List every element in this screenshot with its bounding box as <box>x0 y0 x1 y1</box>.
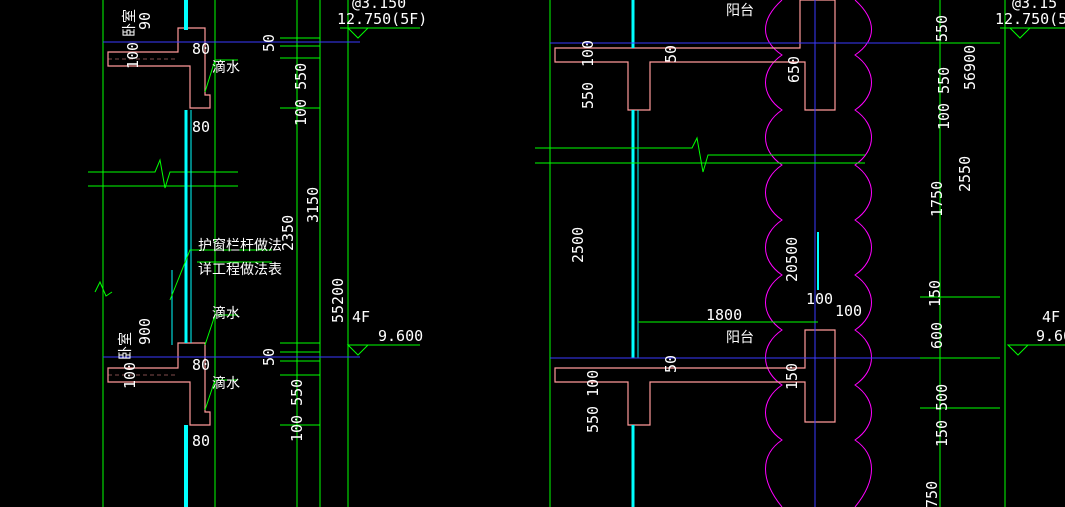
label-drip-1: 滴水 <box>212 59 240 76</box>
dim-80-3: 80 <box>192 356 210 374</box>
label-bedroom-bottom: 卧室 <box>117 332 134 360</box>
dim-r-550-top: 550 <box>579 82 597 109</box>
level-5f-right: 12.750(5 <box>995 10 1065 28</box>
dim-r-col-3750: 3750 <box>923 481 941 507</box>
dim-r-150: 150 <box>783 363 801 390</box>
level-top-left: @3.150 <box>352 0 406 12</box>
dim-r-650: 650 <box>785 56 803 83</box>
level-top-right: @3.15 <box>1012 0 1057 12</box>
dim-r-100-b: 100 <box>835 302 862 320</box>
floor-4f-left: 4F <box>352 308 370 326</box>
dim-80-4: 80 <box>192 432 210 450</box>
dim-100-550-b: 100 550 <box>288 379 306 442</box>
floor-4f-right: 4F <box>1042 308 1060 326</box>
dim-90-top: 90 <box>136 12 154 30</box>
dim-r-col-600: 600 <box>928 322 946 349</box>
level-5f-left: 12.750(5F) <box>337 10 427 28</box>
dim-50-2: 50 <box>260 348 278 366</box>
dim-r-col-1750: 1750 <box>928 181 946 217</box>
dim-r-2550: 2550 <box>956 156 974 192</box>
dim-r-1800: 1800 <box>706 306 742 324</box>
note-line-1: 护窗栏杆做法 <box>198 237 282 254</box>
dim-r-col-550: 550 <box>933 15 951 42</box>
label-drip-3: 滴水 <box>212 375 240 392</box>
dim-r-col-150-500: 150 500 <box>933 384 951 447</box>
dim-r-50: 50 <box>662 45 680 63</box>
left-wall-section <box>88 0 420 507</box>
dim-900: 900 <box>136 318 154 345</box>
dim-100-top: 100 <box>124 42 142 69</box>
dim-80-2: 80 <box>192 118 210 136</box>
dim-80-1: 80 <box>192 40 210 58</box>
dim-r-col-100-550: 100 550 <box>935 67 953 130</box>
dim-r-50-b: 50 <box>662 355 680 373</box>
label-balcony-mid: 阳台 <box>726 330 754 346</box>
dim-100-bottom: 100 <box>121 362 139 389</box>
label-drip-2: 滴水 <box>212 305 240 322</box>
dim-r-100-a: 100 <box>806 290 833 308</box>
dim-2350: 2350 <box>279 215 297 251</box>
dim-100-550-a: 100 550 <box>292 63 310 126</box>
dim-r-100-top: 100 <box>579 40 597 67</box>
dim-r-20500: 20500 <box>783 237 801 282</box>
note-line-2: 详工程做法表 <box>198 262 282 278</box>
right-balcony-section <box>535 0 1065 507</box>
label-balcony-top: 阳台 <box>726 3 754 19</box>
level-4f-left: 9.600 <box>378 327 423 345</box>
dim-r-col-150: 150 <box>926 280 944 307</box>
dim-50-1: 50 <box>260 34 278 52</box>
dim-r-56900: 56900 <box>961 45 979 90</box>
dim-3150: 3150 <box>304 187 322 223</box>
label-bedroom-top: 卧室 <box>121 9 138 37</box>
level-4f-right: 9.60 <box>1036 327 1065 345</box>
dim-55200: 55200 <box>329 278 347 323</box>
dim-r-550-100-b: 550 100 <box>584 370 602 433</box>
dim-r-2500: 2500 <box>569 227 587 263</box>
